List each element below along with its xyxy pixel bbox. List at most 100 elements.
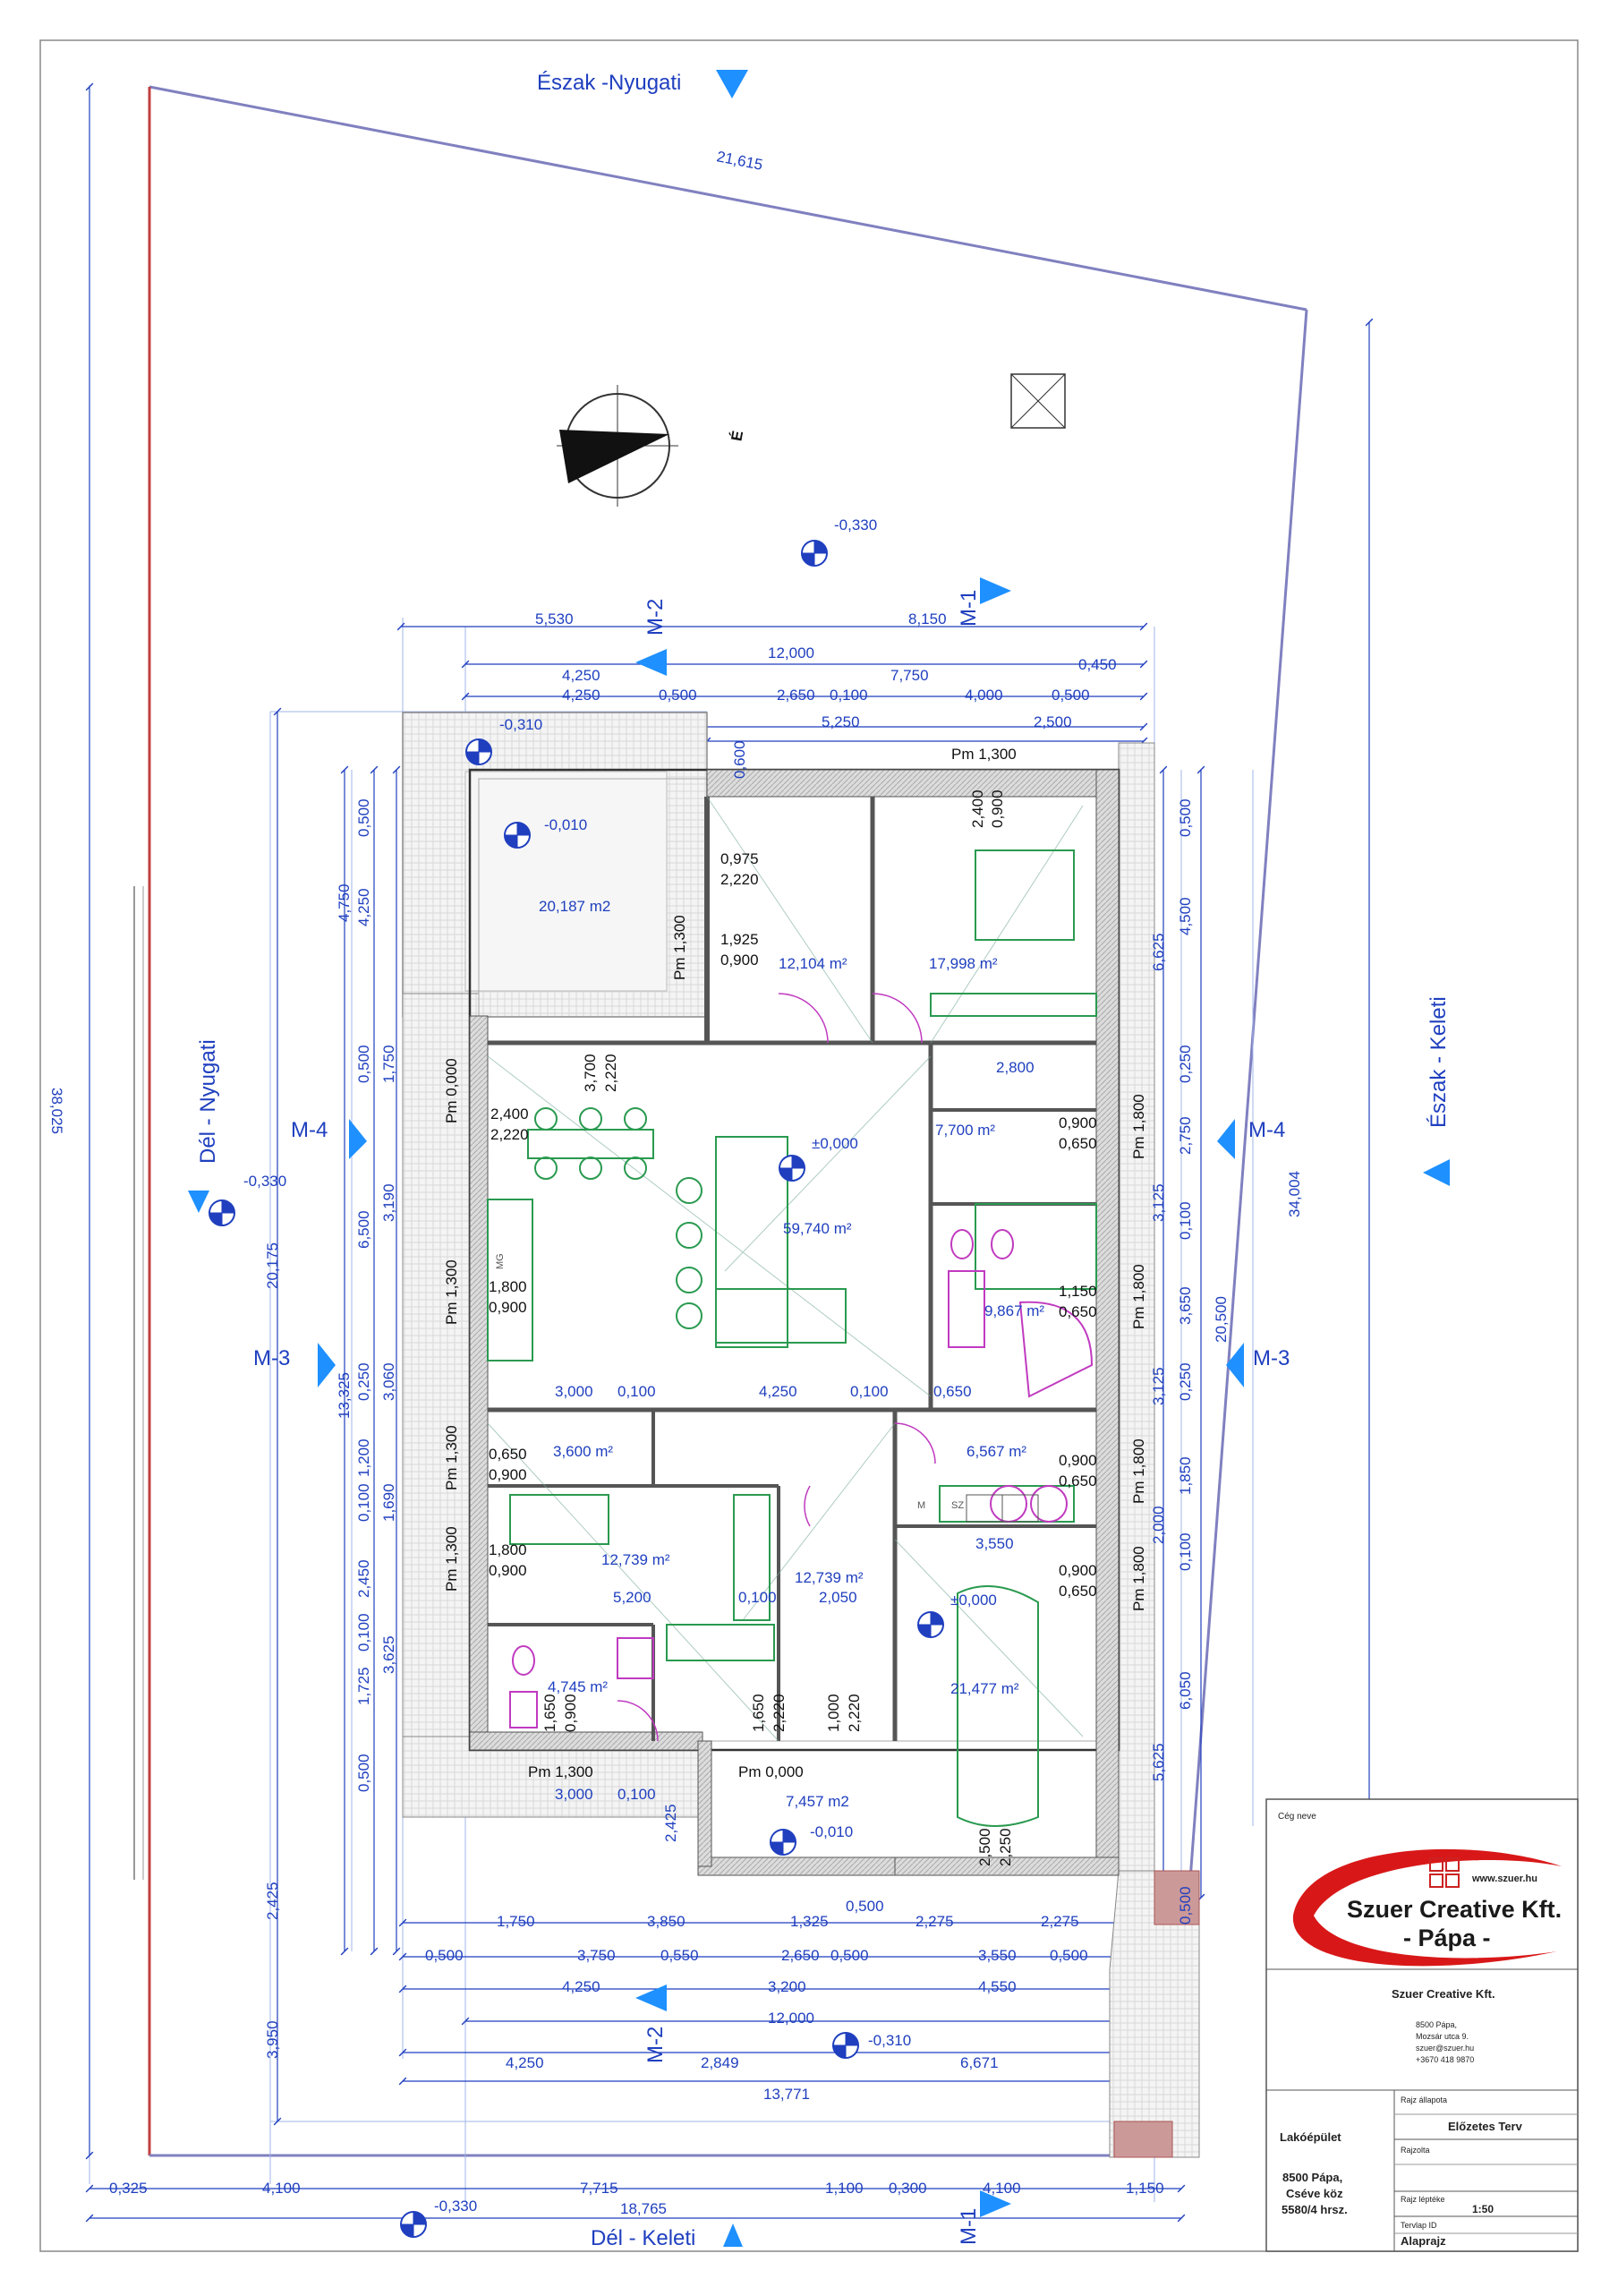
int-dim-0100a: 0,100 [738, 1589, 777, 1606]
microwave-label: MG [495, 1253, 506, 1269]
bottom-dim-25: 1,100 [825, 2180, 864, 2197]
int-dim-0100c: 0,100 [850, 1383, 889, 1400]
scale-label: Rajz léptéke [1401, 2195, 1445, 2204]
right-dim-11: 1,850 [1177, 1456, 1194, 1495]
window-4-height: 2,220 [490, 1126, 529, 1143]
section-markers: M-2 M-1 M-4 M-4 M-3 M-3 M-2 M-1 [253, 577, 1290, 2245]
parapet-left-1: Pm 0,000 [443, 1058, 460, 1123]
furniture [487, 849, 1097, 1827]
window-6-width: 0,900 [1059, 1114, 1097, 1131]
window-10-height: 0,650 [1059, 1472, 1097, 1489]
sheet-border [39, 39, 1579, 2252]
bottom-dimension-lines [85, 1918, 1186, 2223]
parapet-right-4: Pm 1,800 [1130, 1546, 1147, 1611]
window-9-width: 0,650 [489, 1446, 527, 1463]
window-5-height: 2,220 [602, 1054, 619, 1092]
bottom-dim-8: 3,750 [577, 1947, 616, 1964]
chimney-symbol [1010, 373, 1066, 429]
bottom-dim-29: 18,765 [620, 2200, 667, 2217]
chimney-diag-2 [1010, 373, 1066, 429]
window-11-width: 1,800 [489, 1541, 527, 1558]
window-8-width: 1,150 [1059, 1283, 1097, 1300]
arrow-left-icon [1423, 1159, 1450, 1186]
bottom-dim-23: 4,100 [262, 2180, 301, 2197]
top-dim-11: 4,000 [965, 687, 1003, 704]
bottom-dimension-texts: 1,750 3,850 1,325 0,500 2,275 2,275 0,50… [109, 1898, 1164, 2217]
bottom-dim-13: 0,500 [1050, 1947, 1088, 1964]
title-company-name: Szuer Creative Kft. [1392, 1987, 1495, 2001]
address-line-3: szuer@szuer.hu [1416, 2044, 1474, 2053]
room-area-living: 59,740 m² [783, 1220, 852, 1237]
bottom-dim-26: 0,300 [889, 2180, 927, 2197]
parapet-right-1: Pm 1,800 [1130, 1094, 1147, 1159]
window-14-width: 1,650 [750, 1694, 767, 1732]
int-dim-3550: 3,550 [975, 1535, 1014, 1552]
parapet-top: Pm 1,300 [951, 746, 1017, 763]
top-dim-13: 5,250 [822, 713, 860, 730]
section-m3-right: M-3 [1253, 1346, 1290, 1370]
left-dim-9: 1,200 [355, 1438, 372, 1477]
window-15-width: 1,000 [825, 1694, 842, 1732]
scale-value: 1:50 [1472, 2203, 1494, 2215]
plot-left-13: 13,325 [336, 1372, 353, 1419]
left-dim-17: 2,425 [264, 1882, 281, 1920]
window-8-height: 0,650 [1059, 1303, 1097, 1320]
room-area-terrace: 20,187 m2 [539, 898, 610, 915]
top-dim-6: 0,450 [1078, 656, 1117, 673]
room-area-pantry: 3,600 m² [553, 1443, 613, 1460]
window-1-width: 0,975 [720, 850, 759, 867]
bottom-dim-9: 0,550 [660, 1947, 699, 1964]
right-dim-4: 0,250 [1177, 1045, 1194, 1083]
left-dim-4: 1,750 [380, 1045, 397, 1083]
plot-left-4750: 4,750 [336, 883, 353, 922]
address-line-1: 8500 Pápa, [1416, 2020, 1457, 2029]
window-4-width: 2,400 [490, 1105, 529, 1122]
room-area-bedroom-2: 17,998 m² [929, 955, 998, 972]
level-bottom-site: -0,330 [434, 2198, 477, 2215]
section-m1-top: M-1 [957, 590, 981, 627]
parapet-labels: Pm 1,300 Pm 1,300 Pm 0,000 Pm 1,300 Pm 1… [443, 746, 1147, 1780]
title-company-label: Cég neve [1278, 1812, 1316, 1822]
bottom-dim-17: 12,000 [768, 2010, 814, 2027]
window-15-height: 2,220 [846, 1694, 863, 1732]
roof-lines [487, 796, 1084, 1742]
bottom-dim-4: 0,500 [846, 1898, 884, 1915]
right-dim-13: 0,100 [1177, 1532, 1194, 1571]
plot-top-edge: 21,615 [715, 148, 764, 174]
company-logo: www.szuer.hu Szuer Creative Kft. - Pápa … [1292, 1848, 1562, 1967]
bottom-dim-5: 2,275 [915, 1913, 954, 1930]
arrow-up-icon [723, 2223, 743, 2247]
left-dim-10: 0,100 [355, 1483, 372, 1522]
left-dim-11: 1,690 [380, 1483, 397, 1522]
bottom-dim-1: 1,750 [497, 1913, 535, 1930]
parapet-right-2: Pm 1,800 [1130, 1264, 1147, 1329]
int-dim-2425: 2,425 [662, 1804, 679, 1842]
room-area-hall: 12,739 m² [795, 1569, 864, 1586]
window-14-height: 2,220 [771, 1694, 788, 1732]
title-location-2: Cséve köz [1286, 2187, 1343, 2200]
right-dim-5: 2,750 [1177, 1116, 1194, 1155]
bottom-dim-7: 0,500 [425, 1947, 464, 1964]
window-16-height: 2,250 [997, 1828, 1014, 1866]
room-area-dressing: 7,700 m² [935, 1122, 995, 1139]
right-dim-3: 6,625 [1150, 933, 1167, 971]
level-entry: -0,010 [810, 1823, 853, 1840]
title-location-1: 8500 Pápa, [1282, 2171, 1342, 2184]
level-marker-icons [209, 540, 944, 2238]
right-dimension-texts: 0,500 4,500 6,625 0,250 2,750 3,125 0,10… [1150, 798, 1194, 1925]
room-area-bathroom: 9,867 m² [984, 1302, 1044, 1319]
bottom-dim-18: 4,250 [506, 2054, 544, 2071]
washer-label: M [917, 1500, 925, 1511]
parapet-bottom-2: Pm 0,000 [738, 1763, 804, 1780]
direction-bottom: Dél - Keleti [591, 2226, 695, 2250]
bottom-dim-3: 1,325 [790, 1913, 829, 1930]
section-m4-left: M-4 [291, 1118, 328, 1142]
window-3-width: 2,400 [969, 790, 986, 828]
top-dimension-texts: 5,530 8,150 12,000 4,250 7,750 0,450 4,2… [535, 610, 1117, 730]
level-south: -0,310 [868, 2032, 911, 2049]
level-terrace: -0,310 [499, 716, 542, 733]
north-letter: É [728, 430, 746, 442]
plot-left-inner: 20,175 [264, 1242, 281, 1289]
left-dim-6: 3,190 [380, 1183, 397, 1222]
logo-url: www.szuer.hu [1471, 1874, 1537, 1884]
